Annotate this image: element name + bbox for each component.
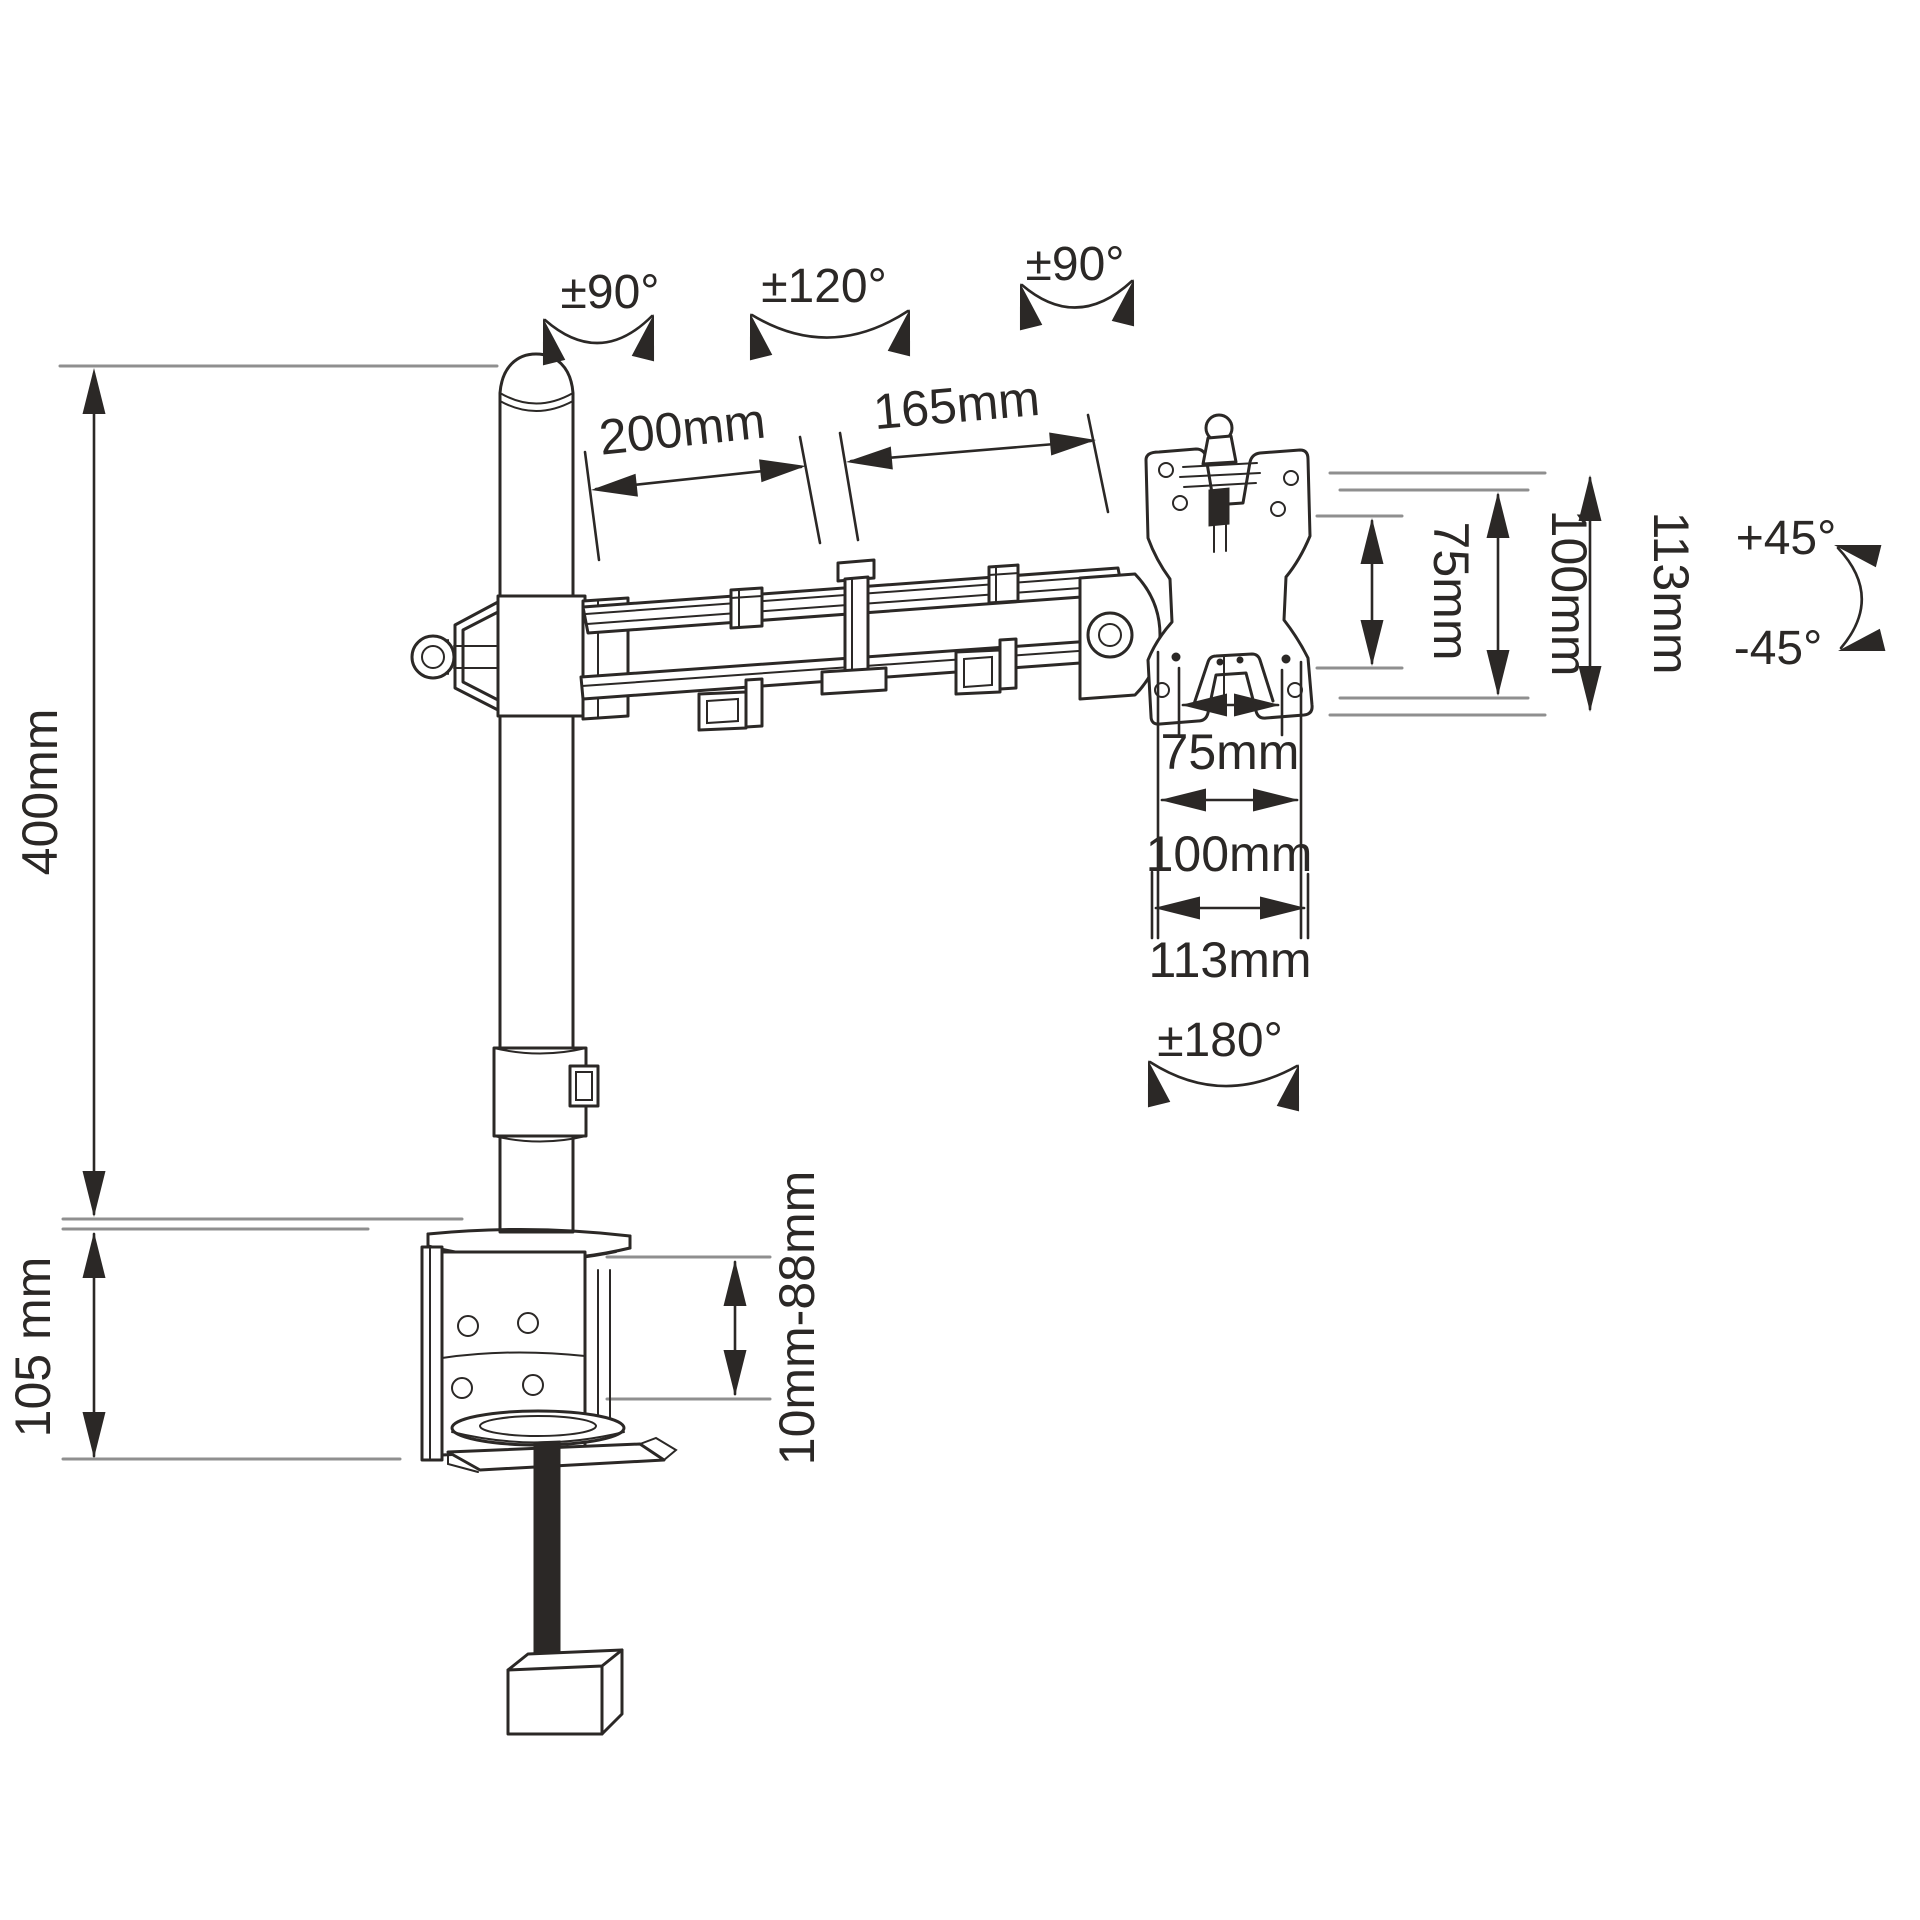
pole-height-label: 400mm — [12, 709, 68, 876]
vesa-v100-label: 100mm — [1541, 510, 1597, 677]
dimension-pole-height: 400mm — [12, 368, 106, 1217]
annotation-rotations-top: ±90° ±120° ±90° — [531, 238, 1146, 366]
head-swivel-label: ±90° — [1026, 238, 1125, 291]
arm-front-label: 200mm — [596, 393, 768, 466]
arm — [579, 558, 1126, 732]
arm-rear-label: 165mm — [871, 370, 1042, 440]
tilt-down-label: -45° — [1734, 622, 1823, 675]
dimension-vesa-horizontal: 75mm 100mm 113mm — [1146, 650, 1313, 988]
pole — [492, 352, 600, 1234]
annotation-screen-rotation: ±180° — [1136, 1014, 1311, 1112]
plate-height-label: 113mm — [1643, 511, 1699, 674]
dimension-vesa-vertical: 75mm 100mm 113mm — [1360, 475, 1699, 712]
desk-clamp — [420, 1227, 678, 1736]
reference-lines — [58, 364, 1547, 1461]
pole-swivel-label: ±90° — [561, 266, 660, 319]
vesa-plate — [1144, 413, 1314, 726]
vesa-v75-label: 75mm — [1423, 522, 1479, 661]
plate-width-label: 113mm — [1148, 932, 1311, 988]
annotation-tilt: +45° -45° — [1734, 512, 1886, 675]
screen-rotation-label: ±180° — [1157, 1014, 1283, 1067]
elbow-swivel-label: ±120° — [761, 260, 887, 313]
vesa-h75-label: 75mm — [1161, 724, 1300, 780]
pole-clamp — [410, 594, 587, 718]
dimension-clamp-range: 10mm-88mm — [723, 1171, 825, 1465]
clamp-range-label: 10mm-88mm — [769, 1171, 825, 1465]
tilt-up-label: +45° — [1736, 512, 1837, 565]
under-desk-label: 105 mm — [5, 1257, 61, 1438]
vesa-h100-label: 100mm — [1146, 826, 1313, 882]
dimension-arm-segments: 200mm 165mm — [583, 370, 1110, 562]
dimension-under-desk: 105 mm — [5, 1232, 106, 1458]
